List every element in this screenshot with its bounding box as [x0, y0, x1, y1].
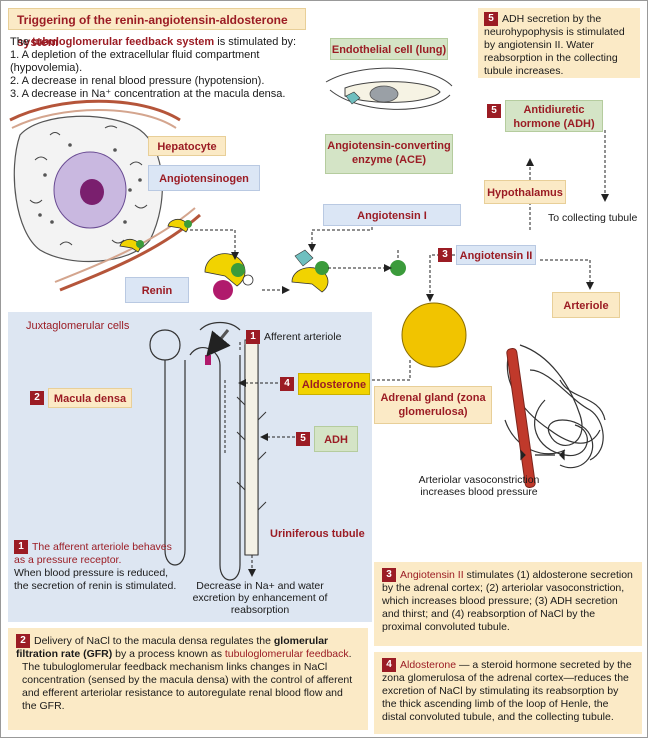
- angiotensin-i-label: Angiotensin I: [323, 204, 461, 226]
- page-title: Triggering of the renin-angiotensin-aldo…: [8, 8, 306, 49]
- macula-label: Macula densa: [48, 388, 132, 408]
- angiotensin-ii-label: Angiotensin II: [456, 245, 536, 265]
- adrenal-label: Adrenal gland (zona glomerulosa): [374, 386, 492, 424]
- constriction-marks: [520, 449, 565, 461]
- afferent-tag: 1 Afferent arteriole: [246, 330, 341, 344]
- juxta-label: Juxtaglomerular cells: [26, 320, 130, 332]
- ace-label: Angiotensin-converting enzyme (ACE): [325, 134, 453, 174]
- intro-text: The tubuloglomerular feedback system is …: [10, 36, 310, 101]
- renin-molecule: [204, 253, 254, 300]
- arteriole-label: Arteriole: [552, 292, 620, 318]
- adh-tag: 5 ADH: [296, 426, 358, 452]
- number-badge: 2: [16, 634, 30, 648]
- renin-release-arrow: [206, 329, 231, 357]
- aldosterone-tag: 4 Aldosterone: [280, 373, 370, 395]
- to-collecting-label: To collecting tubule: [548, 212, 638, 224]
- number-badge: 5: [296, 432, 310, 446]
- juxtaglomerular-cells: [205, 355, 211, 365]
- adh-hormone-tag: 5 Antidiuretic hormone (ADH): [487, 100, 607, 136]
- note-4-highlight: Aldosterone: [400, 658, 457, 671]
- angiotensin-ii-tag: 3 Angiotensin II: [438, 245, 540, 267]
- duct-branches: [236, 396, 267, 511]
- number-badge: 5: [484, 12, 498, 26]
- endothelial-label: Endothelial cell (lung): [330, 38, 448, 60]
- decrease-na-label: Decrease in Na+ and water excretion by e…: [192, 580, 328, 616]
- note-4-text: — a steroid hormone secreted by the zona…: [382, 658, 632, 723]
- gfr-term: glomerular filtration rate (GFR): [16, 634, 329, 660]
- intro-item: 2. A decrease in renal blood pressure (h…: [10, 75, 265, 87]
- angiotensin-ii-molecule: [390, 260, 406, 276]
- hepatocyte-cell: [9, 99, 201, 292]
- angiotensinogen-label: Angiotensinogen: [148, 165, 260, 191]
- hepatocyte-label: Hepatocyte: [148, 136, 226, 156]
- intro-item: 3. A decrease in Na⁺ concentration at th…: [10, 88, 286, 100]
- note-1-text: When blood pressure is reduced, the secr…: [14, 567, 177, 592]
- adh-hormone-label: Antidiuretic hormone (ADH): [505, 100, 603, 132]
- aldosterone-label: Aldosterone: [298, 373, 370, 395]
- note-1-highlight: The afferent arteriole behaves as a pres…: [14, 540, 172, 566]
- macula-tag: 2 Macula densa: [30, 388, 132, 408]
- number-badge: 3: [438, 248, 452, 262]
- endothelial-cell: [325, 67, 453, 110]
- note-2-paragraph: The tubuloglomerular feedback mechanism …: [22, 661, 353, 712]
- intro-highlight: tubuloglomerular feedback system: [32, 36, 215, 48]
- number-badge: 4: [382, 658, 396, 672]
- arteriole-vessel: [506, 348, 536, 488]
- number-badge: 4: [280, 377, 294, 391]
- uriniferous-label: Uriniferous tubule: [270, 528, 365, 540]
- collecting-duct: [244, 339, 259, 556]
- note-5-text: ADH secretion by the neurohypophysis is …: [484, 12, 625, 77]
- hypothalamus-label: Hypothalamus: [484, 180, 566, 204]
- kidney-panel: [8, 312, 372, 622]
- adh-label: ADH: [314, 426, 358, 452]
- number-badge: 3: [382, 568, 396, 582]
- note-3: 3 Angiotensin II stimulates (1) aldostero…: [374, 562, 642, 646]
- intro-item: 1. A depletion of the extracellular flui…: [10, 49, 260, 74]
- arteriole-vessels: [504, 344, 606, 469]
- number-badge: 1: [246, 330, 260, 344]
- note-4: 4 Aldosterone — a steroid hormone secrete…: [374, 652, 642, 734]
- afferent-label: Afferent arteriole: [264, 330, 342, 343]
- number-badge: 5: [487, 104, 501, 118]
- note-3-text: stimulates (1) aldosterone secretion by …: [382, 568, 633, 633]
- vasoconstriction-label: Arteriolar vasoconstriction increases bl…: [418, 474, 540, 498]
- number-badge: 1: [14, 540, 28, 554]
- feedback-term: tubuloglomerular feedback: [224, 648, 349, 660]
- note-3-highlight: Angiotensin II: [400, 568, 464, 581]
- number-badge: 2: [30, 391, 44, 405]
- angiotensin-i-molecule: [291, 249, 329, 293]
- renin-label: Renin: [125, 277, 189, 303]
- adrenal-gland: [401, 302, 467, 368]
